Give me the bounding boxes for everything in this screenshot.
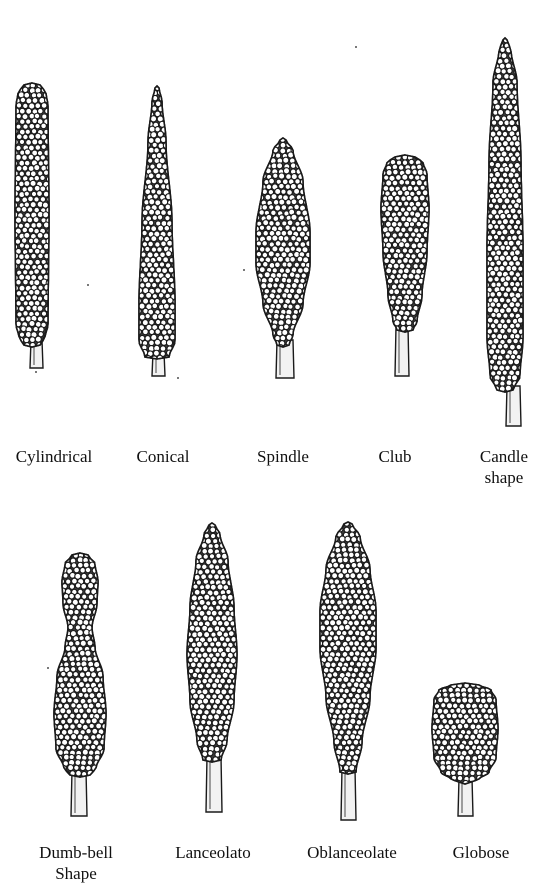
label-candle-line1: Candle [466, 446, 542, 467]
label-conical: Conical [118, 446, 208, 467]
speck-6 [103, 721, 105, 723]
spike-dumbbell [48, 552, 111, 816]
grains-dumbbell [48, 552, 111, 777]
label-club: Club [365, 446, 425, 467]
speck-5 [47, 667, 49, 669]
speck-1 [177, 377, 179, 379]
spike-oblanceolate [313, 521, 382, 820]
label-dumbbell-line2: Shape [20, 863, 132, 884]
spike-conical [132, 85, 179, 376]
label-conical-line1: Conical [118, 446, 208, 467]
label-club-line1: Club [365, 446, 425, 467]
label-spindle: Spindle [238, 446, 328, 467]
speck-3 [87, 284, 89, 286]
label-candle: Candle shape [466, 446, 542, 488]
stalk-lanceolate [206, 756, 222, 812]
grains-oblanceolate [313, 521, 382, 778]
speck-4 [355, 46, 357, 48]
grains-globose [426, 681, 503, 787]
spike-illustrations [8, 37, 527, 820]
spike-cylindrical [8, 82, 53, 368]
label-dumbbell: Dumb-bell Shape [20, 842, 132, 884]
label-dumbbell-line1: Dumb-bell [20, 842, 132, 863]
stalk-oblanceolate [341, 768, 356, 820]
spike-spindle [250, 137, 316, 378]
spike-globose [426, 681, 503, 816]
speck-0 [35, 371, 37, 373]
label-globose-line1: Globose [436, 842, 526, 863]
label-candle-line2: shape [466, 467, 542, 488]
stalk-club [395, 326, 409, 376]
label-oblanceolate: Oblanceolate [288, 842, 416, 863]
label-cylindrical: Cylindrical [4, 446, 104, 467]
label-globose: Globose [436, 842, 526, 863]
speck-2 [243, 269, 245, 271]
spike-lanceolate [181, 522, 243, 812]
label-lanceolate-line1: Lanceolato [158, 842, 268, 863]
label-lanceolate: Lanceolato [158, 842, 268, 863]
label-oblanceolate-line1: Oblanceolate [288, 842, 416, 863]
spike-candle [481, 37, 528, 426]
grains-lanceolate [181, 522, 243, 762]
spike-club [375, 154, 434, 376]
label-spindle-line1: Spindle [238, 446, 328, 467]
label-cylindrical-line1: Cylindrical [4, 446, 104, 467]
